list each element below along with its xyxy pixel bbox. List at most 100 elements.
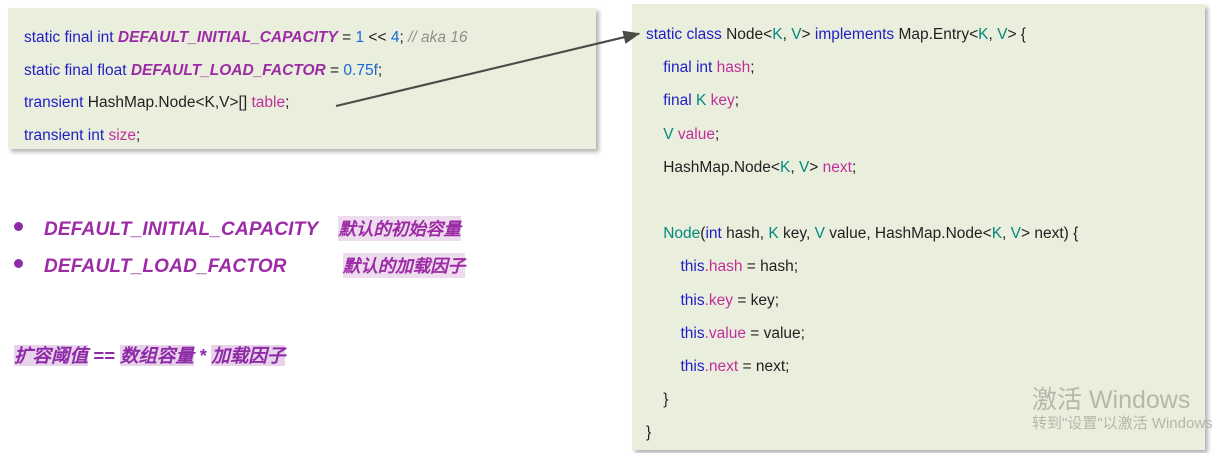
bullet-constant-label: DEFAULT_INITIAL_CAPACITY [44, 219, 319, 240]
code-token: = [325, 61, 344, 79]
code-token: int [705, 225, 722, 243]
code-token: K [978, 26, 989, 43]
code-token: } [646, 391, 669, 409]
code-token: hash [716, 59, 751, 77]
code-token: this [680, 258, 705, 276]
code-token: this [680, 291, 705, 309]
formula-part-1: 扩容阈值 [14, 345, 89, 366]
code-token: = hash; [742, 258, 799, 276]
code-token [646, 292, 680, 309]
list-item: DEFAULT_LOAD_FACTOR 默认的加载因子 [14, 253, 574, 290]
code-token: transient [24, 94, 88, 111]
bullet-constant-label: DEFAULT_LOAD_FACTOR [44, 256, 287, 277]
code-token: , [988, 26, 998, 43]
bullet-dot-icon [14, 222, 23, 231]
code-token: table [251, 94, 286, 111]
code-token: V [997, 26, 1008, 43]
code-token: HashMap.Node<K,V>[] [87, 94, 252, 111]
code-token: .key [704, 291, 734, 309]
code-token: transient int [24, 126, 109, 144]
code-token: , [790, 158, 799, 176]
code-token: > next) { [1021, 225, 1079, 243]
code-line: static class Node<K, V> implements Map.E… [646, 18, 1205, 51]
code-line: transient HashMap.Node<K,V>[] table; [24, 87, 596, 120]
code-token: final [646, 92, 696, 110]
code-line [646, 184, 1205, 217]
code-token: value [677, 125, 715, 143]
threshold-formula: 扩容阈值 == 数组容量 * 加载因子 [14, 342, 286, 368]
code-line: this.next = next; [646, 350, 1205, 383]
right-code-panel: static class Node<K, V> implements Map.E… [632, 4, 1205, 450]
code-token: K [695, 92, 707, 110]
code-line: HashMap.Node<K, V> next; [646, 151, 1205, 184]
code-line: transient int size; [24, 120, 596, 153]
code-token: size [108, 126, 137, 144]
code-token: ; [136, 126, 141, 144]
code-token: .value [704, 324, 746, 342]
code-token: this [680, 358, 705, 376]
bullet-annotation-label: 默认的加载因子 [342, 253, 466, 278]
code-line: final K key; [646, 84, 1205, 117]
code-token: K [772, 26, 783, 43]
code-token: static final int [24, 29, 118, 46]
code-line: } [646, 416, 1205, 449]
formula-part-3: 加载因子 [211, 345, 286, 366]
code-token: // aka 16 [408, 29, 468, 46]
code-token: value, HashMap.Node< [824, 225, 992, 243]
code-token: V [663, 125, 674, 143]
code-token: = key; [733, 291, 780, 309]
code-token: 1 [355, 29, 365, 46]
code-token: static final float [24, 61, 131, 79]
code-token: > [801, 26, 815, 43]
code-token: ; [750, 59, 755, 77]
code-token [646, 225, 663, 242]
code-token: V [814, 225, 825, 243]
code-token: > { [1007, 26, 1026, 43]
code-line: final int hash; [646, 51, 1205, 84]
code-token: ; [714, 125, 720, 143]
code-token: = value; [745, 324, 805, 342]
bullet-annotation-label: 默认的初始容量 [338, 216, 461, 241]
code-token: = next; [738, 358, 790, 376]
code-token: ; [734, 92, 740, 110]
code-token: Node< [726, 26, 773, 43]
code-token: ; [851, 158, 857, 176]
code-token: .next [704, 358, 739, 376]
code-token [646, 325, 680, 342]
formula-part-2: 数组容量 [119, 345, 194, 366]
code-token: K [768, 225, 779, 243]
code-line: } [646, 383, 1205, 416]
code-token: > [809, 158, 823, 176]
code-token: final int [646, 59, 717, 77]
code-token: K [779, 158, 791, 176]
code-token: V [798, 158, 810, 176]
constants-bullet-list: DEFAULT_INITIAL_CAPACITY 默认的初始容量 DEFAULT… [14, 216, 574, 290]
code-line: static final int DEFAULT_INITIAL_CAPACIT… [24, 22, 596, 55]
code-line: static final float DEFAULT_LOAD_FACTOR =… [24, 55, 596, 88]
code-token: .hash [704, 258, 743, 276]
code-token: ; [377, 61, 383, 79]
code-token: this [680, 324, 705, 342]
code-token: implements [814, 26, 899, 43]
code-token [646, 192, 650, 209]
left-code-panel: static final int DEFAULT_INITIAL_CAPACIT… [8, 8, 596, 149]
formula-operator-2: * [193, 345, 212, 366]
code-token: << [364, 29, 391, 46]
code-token: static class [646, 26, 727, 43]
code-token: HashMap.Node< [646, 158, 780, 176]
code-line: this.hash = hash; [646, 250, 1205, 283]
code-line: V value; [646, 118, 1205, 151]
code-token: V [1010, 225, 1021, 243]
list-item: DEFAULT_INITIAL_CAPACITY 默认的初始容量 [14, 216, 574, 253]
code-token [646, 258, 680, 275]
formula-operator-1: == [88, 345, 120, 366]
code-line: this.value = value; [646, 317, 1205, 350]
code-token: V [791, 26, 802, 43]
code-token: ( [700, 225, 706, 243]
code-token: ; [399, 29, 409, 46]
code-token: Map.Entry< [898, 26, 979, 43]
code-token: } [646, 424, 652, 442]
code-token: = [337, 29, 356, 46]
code-token: 0.75f [343, 61, 378, 79]
code-token: next [822, 158, 852, 176]
